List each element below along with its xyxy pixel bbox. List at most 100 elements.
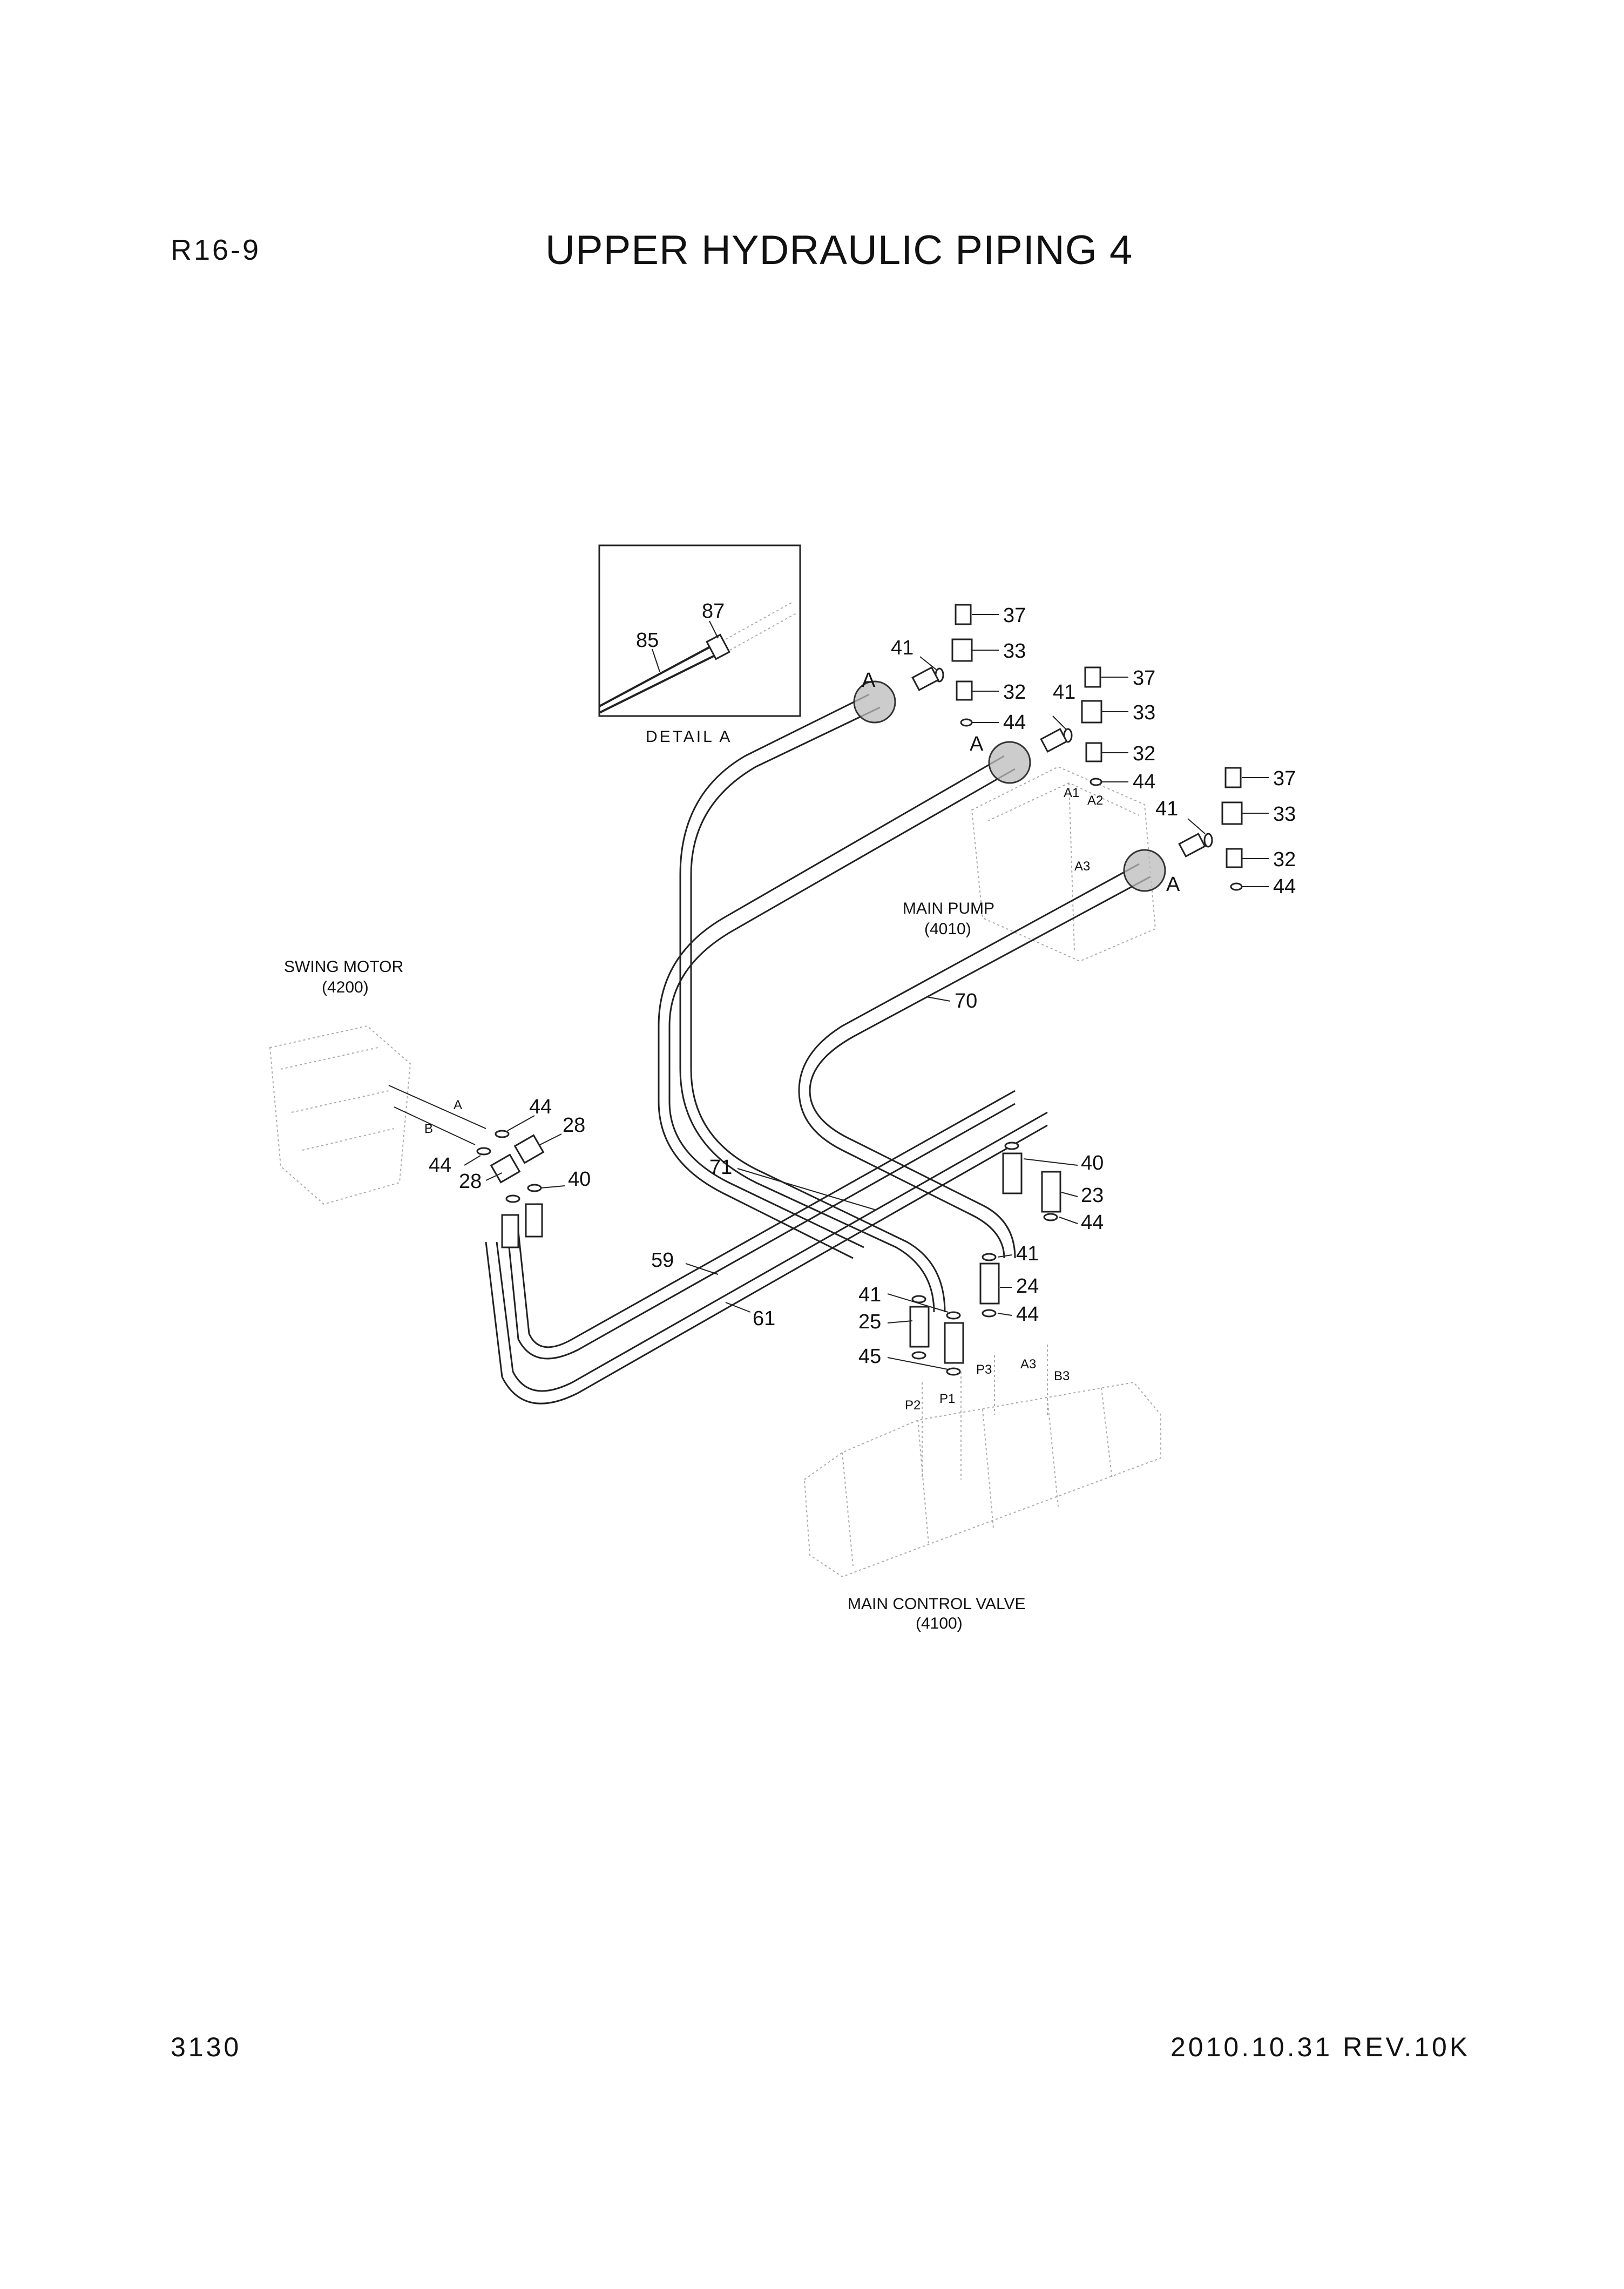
main-pump: MAIN PUMP (4010) A1 A2 A3	[903, 766, 1156, 962]
detail-hose-outline	[599, 650, 724, 714]
page-number: 3130	[171, 2032, 242, 2062]
callout-44: 44	[1273, 875, 1296, 898]
callout-41: 41	[1155, 798, 1178, 820]
leader-line	[887, 1293, 949, 1313]
callout-41: 41	[858, 1284, 881, 1306]
port-leader	[388, 1085, 486, 1129]
elbow-28	[490, 1153, 521, 1184]
oring-44	[982, 1309, 997, 1318]
callout-33: 33	[1003, 640, 1026, 663]
detail-fitting	[706, 633, 730, 660]
leader-line	[997, 1254, 1012, 1258]
detail-hose-outline	[599, 642, 719, 707]
port-a2: A2	[1087, 793, 1103, 808]
callout-28: 28	[459, 1170, 482, 1193]
fitting-37	[1084, 666, 1101, 688]
oring-45	[946, 1367, 961, 1376]
detail-a-letter: A	[1166, 873, 1180, 896]
hose-end	[1040, 728, 1068, 753]
leader-line	[725, 1302, 751, 1313]
fitting-37	[955, 604, 972, 625]
leader-line	[485, 1172, 503, 1181]
hose-61	[496, 1111, 1048, 1392]
fitting-37	[1224, 767, 1242, 788]
main-pump-label: MAIN PUMP	[903, 900, 994, 917]
callout-87: 87	[702, 600, 725, 623]
oring-41	[1203, 833, 1213, 848]
swing-motor: SWING MOTOR (4200) A B	[269, 958, 486, 1205]
fitting-25	[944, 1322, 964, 1364]
callout-41: 41	[1053, 681, 1075, 704]
motor-fittings	[464, 1115, 565, 1248]
fitting-33	[951, 638, 973, 662]
hose-end	[501, 1214, 519, 1248]
leader-line	[997, 1313, 1012, 1316]
hose-end	[525, 1203, 543, 1238]
leader-line	[685, 1263, 719, 1275]
fitting-32	[1226, 848, 1243, 868]
callout-32: 32	[1273, 848, 1296, 871]
callout-37: 37	[1273, 767, 1296, 790]
callout-33: 33	[1133, 701, 1155, 724]
callout-24: 24	[1016, 1275, 1039, 1298]
callout-41: 41	[891, 637, 914, 659]
port-p1: P1	[939, 1392, 955, 1406]
callout-44: 44	[429, 1154, 451, 1177]
hose-upper-left	[690, 706, 946, 1313]
callout-71: 71	[709, 1156, 732, 1179]
oring-44	[1090, 778, 1102, 786]
callout-44: 44	[529, 1096, 552, 1118]
callout-70: 70	[955, 990, 977, 1012]
leader-line	[652, 649, 660, 672]
callout-32: 32	[1133, 742, 1155, 765]
callout-85: 85	[636, 629, 659, 652]
port-p2: P2	[905, 1398, 921, 1413]
detail-a-inset: 87 85 DETAIL A	[598, 544, 801, 746]
detail-a-frame	[598, 544, 801, 717]
fitting-40	[1002, 1152, 1023, 1194]
leader-line	[540, 1185, 565, 1189]
main-control-valve: MAIN CONTROL VALVE (4100) P2 P1 P3 A3 B3	[803, 1345, 1161, 1632]
port-b3: B3	[1054, 1369, 1070, 1383]
callout-44: 44	[1016, 1303, 1039, 1326]
leader-line	[1059, 1217, 1078, 1224]
callout-40: 40	[1081, 1152, 1104, 1174]
detail-markers: A A A	[853, 669, 1180, 896]
port-a3-valve: A3	[1020, 1357, 1036, 1372]
hose-71	[668, 768, 1016, 1248]
swing-motor-label: SWING MOTOR	[284, 958, 403, 976]
motor-body-outline	[269, 1025, 411, 1205]
port-leader	[394, 1106, 476, 1145]
detail-a-letter: A	[862, 669, 876, 692]
detail-a-marker	[988, 741, 1031, 784]
callout-23: 23	[1081, 1184, 1104, 1207]
callout-25: 25	[858, 1311, 881, 1333]
callout-28: 28	[563, 1114, 585, 1137]
leader-line	[926, 996, 951, 1002]
oring-41	[982, 1253, 997, 1261]
leader-line	[1061, 1192, 1078, 1197]
leader-line	[887, 1357, 949, 1370]
oring-44	[1043, 1213, 1058, 1221]
hose-70	[809, 876, 1151, 1259]
revision-date: 2010.10.31 REV.10K	[1170, 2032, 1471, 2062]
leader-line	[507, 1115, 535, 1131]
leader-line	[919, 656, 937, 670]
valve-body-outline	[803, 1381, 1161, 1578]
detail-a-marker	[1123, 849, 1166, 892]
leader-line	[709, 620, 719, 639]
fitting-23	[1041, 1171, 1061, 1213]
fitting-25	[909, 1306, 930, 1348]
fitting-33	[1221, 801, 1243, 825]
port-a3: A3	[1074, 859, 1090, 874]
callout-37: 37	[1003, 604, 1026, 627]
leader-line	[737, 1168, 875, 1210]
main-control-valve-label: MAIN CONTROL VALVE	[848, 1595, 1026, 1613]
leader-line	[1023, 1158, 1078, 1166]
oring-44	[476, 1147, 491, 1156]
callout-32: 32	[1003, 681, 1026, 704]
page-title: UPPER HYDRAULIC PIPING 4	[545, 227, 1133, 273]
port-motor-b: B	[424, 1122, 433, 1136]
oring-41	[911, 1295, 926, 1304]
hose-61	[485, 1124, 1048, 1405]
